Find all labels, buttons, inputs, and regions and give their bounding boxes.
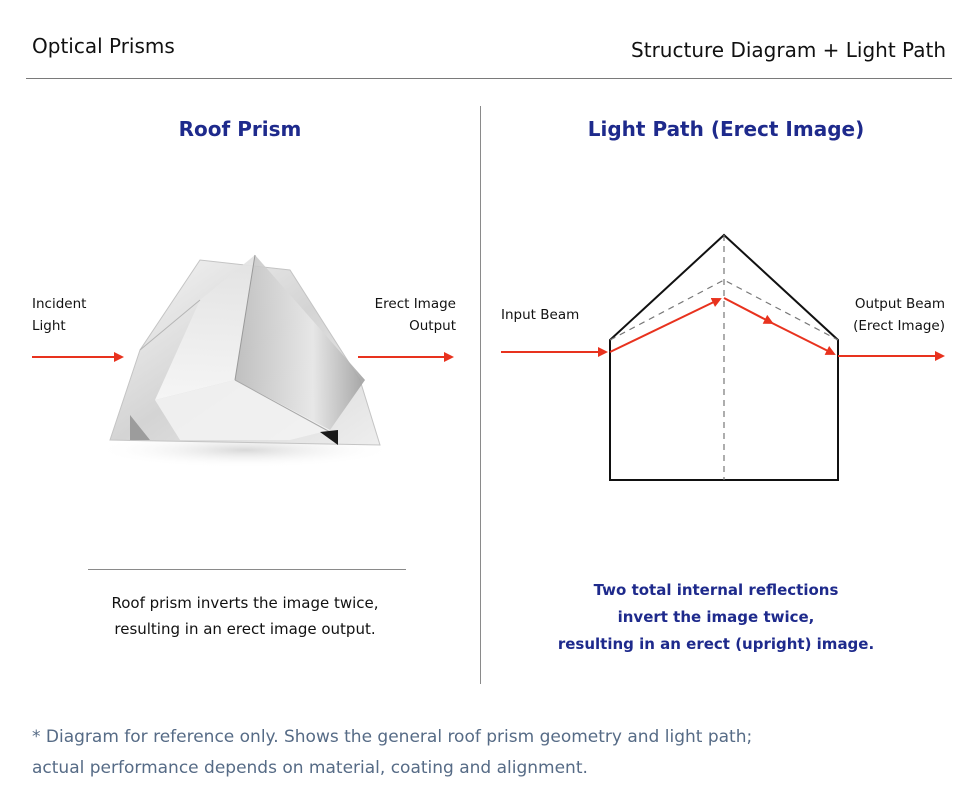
caption-divider: [88, 569, 406, 570]
prism-roof-facet-right: [235, 255, 365, 430]
beam-path: [501, 297, 945, 361]
prism-corner: [130, 415, 150, 440]
incident-light-label: Incident Light: [32, 296, 87, 334]
erect-image-output-label: Erect Image Output: [374, 296, 456, 334]
roof-prism-title: Roof Prism: [178, 117, 302, 141]
reflection-guide-line: [609, 279, 839, 341]
header-divider: [26, 78, 952, 79]
panel-divider: [480, 106, 481, 684]
prism-edge: [139, 299, 201, 351]
prism-front-face: [155, 380, 330, 440]
input-beam-label: Input Beam: [501, 307, 580, 323]
output-beam-label: Output Beam (Erect Image): [853, 296, 945, 334]
prism-edge: [234, 254, 256, 381]
beam-segment-1: [609, 297, 722, 353]
footer-note: * Diagram for reference only. Shows the …: [32, 727, 753, 778]
roof-prism-illustration: [95, 254, 395, 468]
prism-roof-facet-left: [155, 255, 255, 400]
light-path-title: Light Path (Erect Image): [587, 117, 865, 141]
prism-outline: [609, 233, 839, 481]
beam-segment-3: [771, 322, 836, 355]
header-title: Optical Prisms: [32, 34, 175, 58]
prism-edge: [234, 379, 331, 433]
beam-segment-2: [723, 297, 774, 324]
header-subtitle: Structure Diagram + Light Path: [631, 38, 946, 62]
roof-prism-caption: Roof prism inverts the image twice, resu…: [111, 594, 379, 638]
prism-cross-section: [609, 233, 839, 481]
light-path-caption: Two total internal reflections invert th…: [557, 581, 875, 653]
prism-dark-corner: [320, 430, 338, 445]
